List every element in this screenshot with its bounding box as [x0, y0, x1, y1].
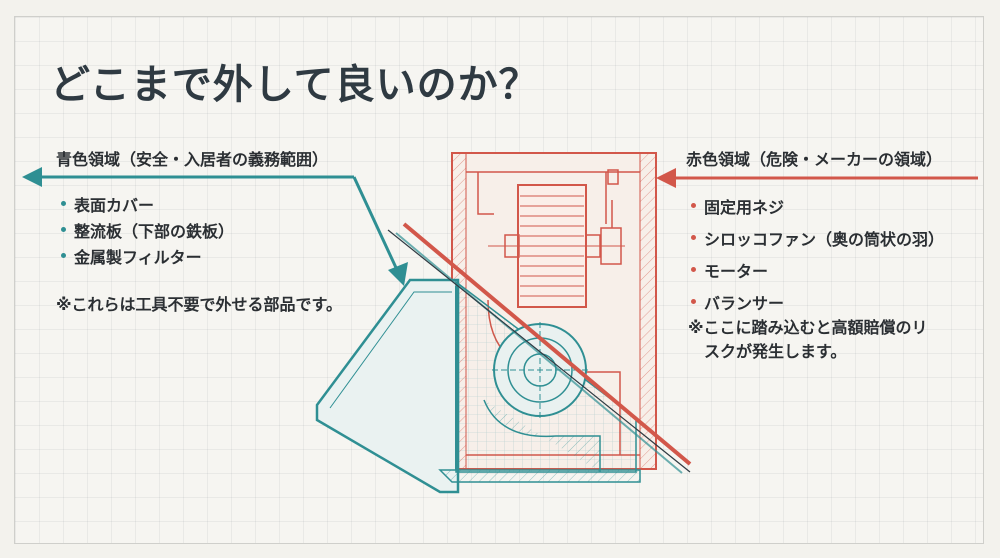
sirocco-fan-drawing — [488, 184, 625, 308]
screw-icon — [607, 169, 619, 185]
safe-arrow — [22, 167, 408, 286]
arrow-left-red-icon — [656, 168, 676, 188]
danger-item-motor: モーター — [690, 258, 944, 290]
danger-item-sirocco-fan: シロッコファン（奥の筒状の羽） — [690, 226, 944, 258]
page-title: どこまで外して良いのか？ — [50, 62, 540, 108]
danger-note: ※ここに踏み込むと高額賠償のリ スクが発生します。 — [688, 316, 928, 364]
danger-item-screws: 固定用ネジ — [690, 194, 944, 226]
danger-note-line-1: ※ここに踏み込むと高額賠償のリ — [688, 318, 928, 337]
arrow-down-icon — [388, 262, 408, 286]
safe-zone-heading: 青色領域（安全・入居者の義務範囲） — [56, 150, 329, 169]
safe-zone-parts — [315, 278, 641, 494]
cut-line-dark — [387, 229, 691, 473]
safe-item-filter: 金属製フィルター — [60, 244, 234, 270]
safe-item-rectifier: 整流板（下部の鉄板） — [60, 218, 234, 244]
arrow-left-icon — [22, 167, 42, 187]
rectifier-plate — [438, 469, 641, 483]
safe-items-list: 表面カバー 整流板（下部の鉄板） 金属製フィルター — [60, 192, 234, 270]
danger-zone-heading: 赤色領域（危険・メーカーの領域） — [686, 150, 943, 169]
front-cover-panel — [315, 278, 460, 494]
danger-item-balancer: バランサー — [690, 290, 944, 320]
safe-item-cover: 表面カバー — [60, 192, 234, 218]
danger-note-line-2: スクが発生します。 — [704, 342, 847, 361]
safe-note: ※これらは工具不要で外せる部品です。 — [56, 295, 342, 314]
danger-items-list: 固定用ネジ シロッコファン（奥の筒状の羽） モーター バランサー — [690, 194, 944, 320]
cut-line-red — [402, 222, 692, 466]
danger-right-wall — [639, 152, 657, 470]
danger-arrow — [656, 168, 978, 188]
